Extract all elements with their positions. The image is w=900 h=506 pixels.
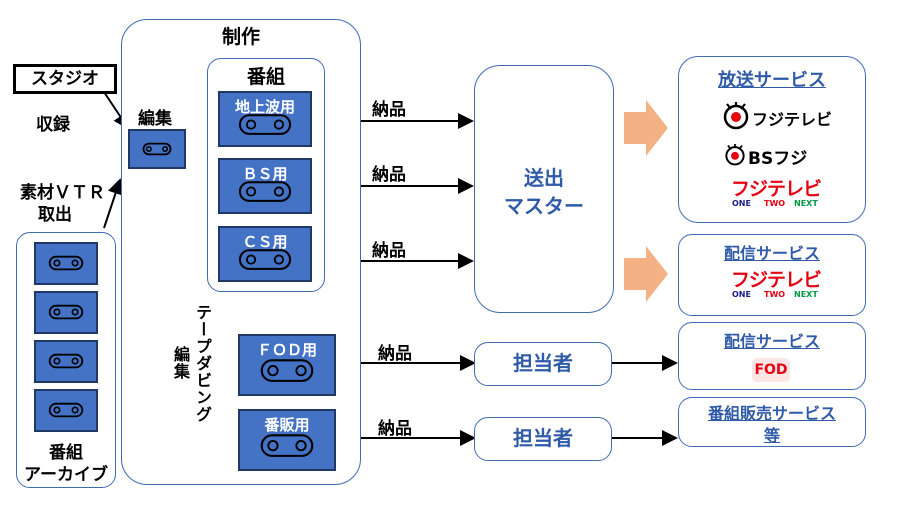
tape-terrestrial-label: 地上波用 bbox=[234, 98, 295, 116]
program-title: 番組 bbox=[246, 66, 285, 88]
one-label: ONE bbox=[732, 199, 751, 208]
studio-box: スタジオ bbox=[13, 64, 117, 94]
source-vtr-label: 素材ＶＴＲ bbox=[20, 183, 105, 203]
archive-tape-2 bbox=[34, 291, 98, 334]
master-title-line1: 送出 bbox=[524, 166, 564, 190]
production-title: 制作 bbox=[221, 26, 260, 48]
cassette-icon bbox=[238, 114, 292, 135]
master-box bbox=[474, 65, 614, 313]
person-box-sales: 担当者 bbox=[474, 417, 612, 461]
cassette-icon bbox=[48, 255, 84, 271]
editing-label: 編集 bbox=[138, 109, 172, 129]
eye-mark-icon bbox=[723, 102, 749, 130]
delivery-label-terrestrial: 納品 bbox=[372, 100, 406, 120]
pickup-label: 取出 bbox=[38, 205, 72, 225]
broadcast-service-title[interactable]: 放送サービス bbox=[718, 70, 826, 91]
next-label-2: NEXT bbox=[794, 290, 818, 299]
editing-tape bbox=[128, 129, 186, 169]
fujitv-katakana-logo-2: フジテレビ ONE TWO NEXT bbox=[728, 265, 824, 307]
delivery-label-cs: 納品 bbox=[372, 241, 406, 261]
archive-tape-3 bbox=[34, 340, 98, 383]
tape-sales-label: 番販用 bbox=[264, 416, 310, 434]
tape-bs: ＢＳ用 bbox=[218, 158, 312, 214]
tape-fod-label: ＦＯＤ用 bbox=[256, 341, 317, 359]
tape-dubbing-edit-label: 編集 bbox=[171, 346, 190, 380]
fujitv-katakana-logo: フジテレビ ONE TWO NEXT bbox=[728, 174, 824, 216]
arrow-archive-to-edit bbox=[103, 178, 124, 229]
cassette-icon bbox=[260, 434, 314, 457]
sales-service-box bbox=[678, 397, 866, 447]
fujitv-logo: フジテレビ bbox=[722, 102, 842, 132]
sales-service-title[interactable]: 番組販売サービス bbox=[707, 404, 836, 423]
cassette-icon bbox=[142, 142, 172, 156]
archive-tape-1 bbox=[34, 242, 98, 285]
cassette-icon bbox=[238, 181, 292, 202]
tape-bs-label: ＢＳ用 bbox=[242, 165, 288, 183]
tape-cs: ＣＳ用 bbox=[218, 226, 312, 282]
two-label-2: TWO bbox=[764, 290, 786, 299]
delivery-label-bs: 納品 bbox=[372, 165, 406, 185]
broadcast-service-box bbox=[678, 56, 866, 223]
eye-mark-icon bbox=[725, 144, 745, 166]
cassette-icon bbox=[238, 249, 292, 270]
bsfuji-logo: BSフジ bbox=[724, 142, 834, 170]
archive-tape-4 bbox=[34, 389, 98, 432]
tape-dubbing-label: テープダビング bbox=[193, 304, 212, 423]
person-box-fod: 担当者 bbox=[474, 342, 612, 386]
next-label: NEXT bbox=[794, 199, 818, 208]
cassette-icon bbox=[48, 353, 84, 369]
cassette-icon bbox=[48, 402, 84, 418]
one-two-next-strip: ONE TWO NEXT bbox=[732, 199, 820, 211]
distribution-service-title[interactable]: 配信サービス bbox=[723, 244, 820, 263]
fod-service-title[interactable]: 配信サービス bbox=[723, 332, 820, 351]
delivery-label-sales: 納品 bbox=[378, 419, 412, 439]
recording-label: 収録 bbox=[36, 115, 70, 135]
cassette-icon bbox=[48, 304, 84, 320]
fujitv-katakana-logo-text: フジテレビ bbox=[730, 178, 822, 200]
distribution-service-box bbox=[678, 234, 866, 316]
tape-cs-label: ＣＳ用 bbox=[242, 233, 288, 251]
one-two-next-strip-2: ONE TWO NEXT bbox=[732, 290, 820, 302]
orange-arrow-distribution bbox=[624, 246, 668, 302]
tape-terrestrial: 地上波用 bbox=[218, 91, 312, 147]
tape-sales: 番販用 bbox=[238, 409, 336, 471]
cassette-icon bbox=[260, 359, 314, 382]
bsfuji-logo-text: BSフジ bbox=[748, 149, 808, 169]
fod-logo: FOD bbox=[752, 358, 790, 382]
tape-fod: ＦＯＤ用 bbox=[238, 334, 336, 396]
two-label: TWO bbox=[764, 199, 786, 208]
one-label-2: ONE bbox=[732, 290, 751, 299]
orange-arrow-broadcast bbox=[624, 100, 668, 156]
archive-title-line2: アーカイブ bbox=[24, 465, 108, 485]
fujitv-katakana-logo-2-text: フジテレビ bbox=[730, 269, 822, 291]
master-title-line2: マスター bbox=[504, 194, 584, 218]
archive-title-line1: 番組 bbox=[49, 443, 83, 463]
fujitv-logo-text: フジテレビ bbox=[752, 110, 833, 129]
sales-service-title-line2[interactable]: 等 bbox=[763, 426, 780, 445]
delivery-label-fod: 納品 bbox=[378, 344, 412, 364]
